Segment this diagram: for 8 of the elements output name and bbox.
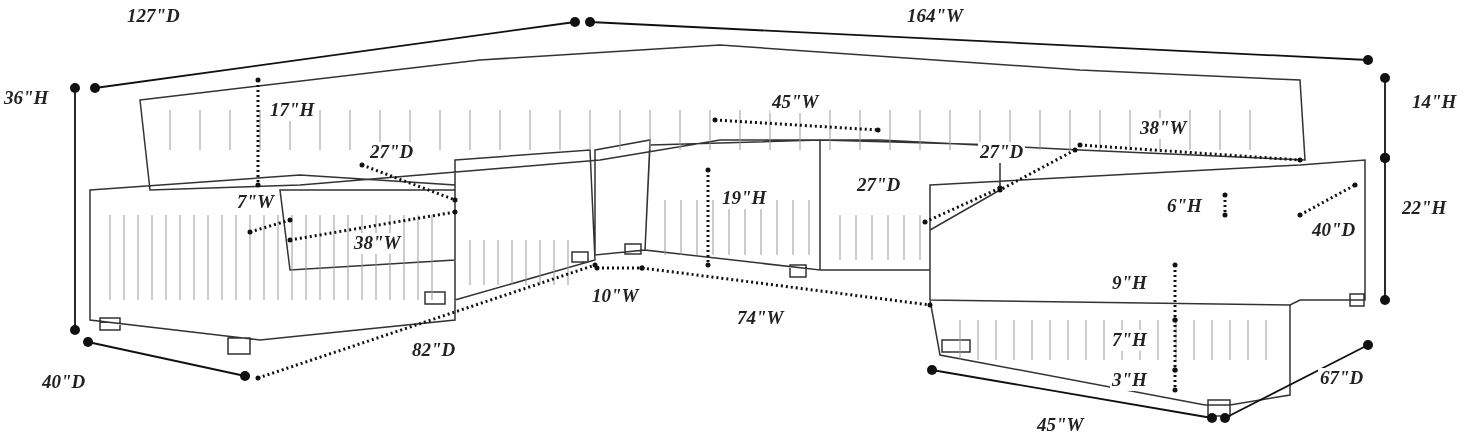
dimension-label: 19"H [720, 188, 769, 209]
dimension-label: 3"H [1110, 370, 1149, 391]
dimension-label: 38"W [352, 233, 403, 254]
dimension-label: 45"W [770, 92, 821, 113]
dimension-label: 38"W [1138, 118, 1189, 139]
dimension-label: 17"H [268, 100, 317, 121]
dimension-label: 27"D [978, 142, 1026, 163]
dimension-label: 7"H [1110, 330, 1149, 351]
